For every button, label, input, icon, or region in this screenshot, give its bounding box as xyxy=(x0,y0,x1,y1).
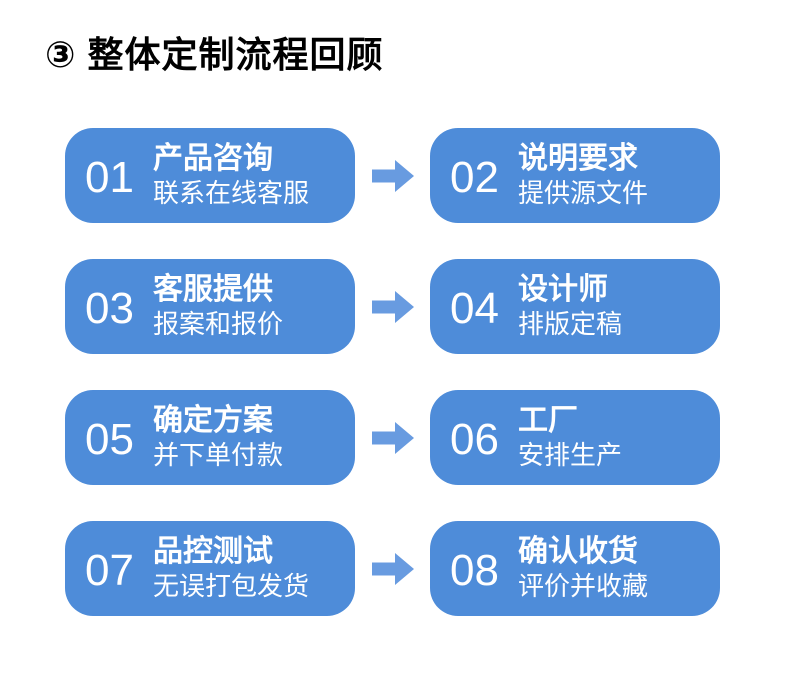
step-subtitle: 提供源文件 xyxy=(518,178,649,209)
arrow-right-icon xyxy=(355,159,430,192)
page-title: ③ 整体定制流程回顾 xyxy=(45,34,384,75)
step-title: 工厂 xyxy=(518,403,578,437)
step-title: 产品咨询 xyxy=(153,141,273,175)
step-subtitle: 并下单付款 xyxy=(153,440,284,471)
step-subtitle: 安排生产 xyxy=(518,440,623,471)
step-text: 确定方案 并下单付款 xyxy=(153,404,283,472)
step-subtitle: 评价并收藏 xyxy=(518,571,649,602)
step-number: 07 xyxy=(85,546,134,595)
step-number: 03 xyxy=(85,284,134,333)
step-text: 客服提供 报案和报价 xyxy=(153,273,283,341)
step-text: 产品咨询 联系在线客服 xyxy=(153,142,309,210)
arrow-right-icon xyxy=(355,421,430,454)
step-title: 确认收货 xyxy=(518,534,638,568)
step-number: 08 xyxy=(450,546,499,595)
step-text: 工厂 安排生产 xyxy=(518,404,622,472)
step-box-04: 04 设计师 排版定稿 xyxy=(430,259,720,354)
step-title: 确定方案 xyxy=(153,403,273,437)
step-box-03: 03 客服提供 报案和报价 xyxy=(65,259,355,354)
arrow-right-icon xyxy=(355,552,430,585)
process-row-1: 01 产品咨询 联系在线客服 02 说明要求 提供源文件 xyxy=(65,128,720,223)
step-number: 05 xyxy=(85,415,134,464)
step-box-06: 06 工厂 安排生产 xyxy=(430,390,720,485)
process-row-3: 05 确定方案 并下单付款 06 工厂 安排生产 xyxy=(65,390,720,485)
step-text: 确认收货 评价并收藏 xyxy=(518,535,648,603)
process-row-2: 03 客服提供 报案和报价 04 设计师 排版定稿 xyxy=(65,259,720,354)
step-box-02: 02 说明要求 提供源文件 xyxy=(430,128,720,223)
step-box-07: 07 品控测试 无误打包发货 xyxy=(65,521,355,616)
step-subtitle: 报案和报价 xyxy=(153,309,284,340)
step-box-01: 01 产品咨询 联系在线客服 xyxy=(65,128,355,223)
step-box-08: 08 确认收货 评价并收藏 xyxy=(430,521,720,616)
process-row-4: 07 品控测试 无误打包发货 08 确认收货 评价并收藏 xyxy=(65,521,720,616)
step-number: 04 xyxy=(450,284,499,333)
step-title: 说明要求 xyxy=(518,141,638,175)
step-subtitle: 排版定稿 xyxy=(518,309,623,340)
step-title: 客服提供 xyxy=(153,272,273,306)
step-number: 06 xyxy=(450,415,499,464)
step-box-05: 05 确定方案 并下单付款 xyxy=(65,390,355,485)
step-subtitle: 联系在线客服 xyxy=(153,178,310,209)
process-flow: 01 产品咨询 联系在线客服 02 说明要求 提供源文件 xyxy=(65,128,720,616)
arrow-right-icon xyxy=(355,290,430,323)
step-title: 设计师 xyxy=(518,272,608,306)
step-title: 品控测试 xyxy=(153,534,273,568)
step-number: 02 xyxy=(450,153,499,202)
step-text: 品控测试 无误打包发货 xyxy=(153,535,309,603)
step-text: 设计师 排版定稿 xyxy=(518,273,622,341)
step-subtitle: 无误打包发货 xyxy=(153,571,310,602)
step-number: 01 xyxy=(85,153,134,202)
step-text: 说明要求 提供源文件 xyxy=(518,142,648,210)
